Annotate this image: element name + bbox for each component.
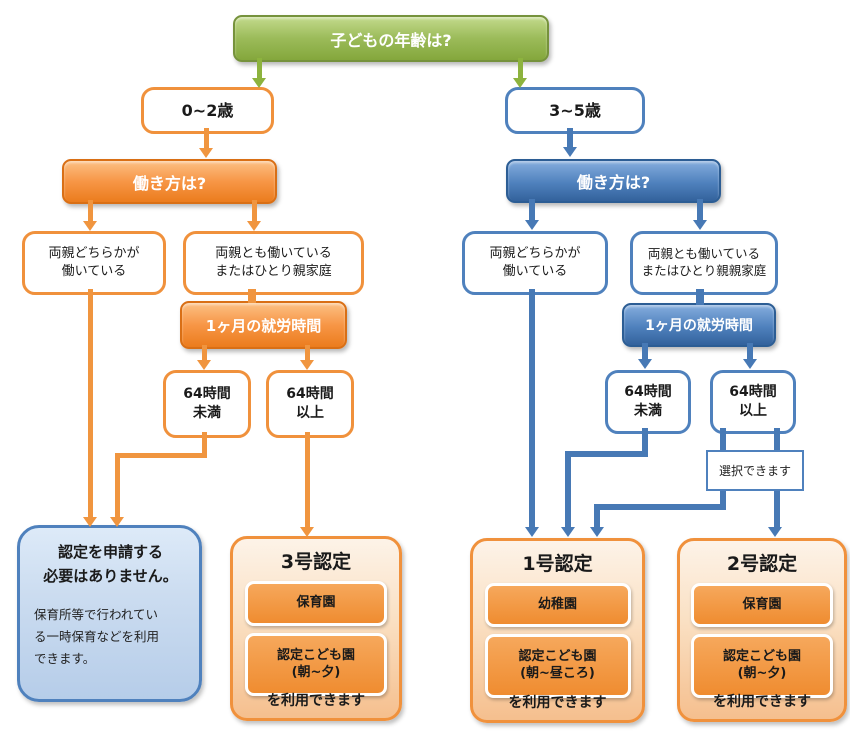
over-64-left-box: 64時間 以上	[266, 370, 354, 438]
cert-card-title: 1号認定	[522, 553, 593, 575]
connector-line	[88, 200, 93, 222]
cert-card-title: 3号認定	[280, 551, 352, 573]
arrow-down	[110, 517, 124, 527]
connector-line	[257, 58, 262, 79]
both-parents-left-box: 両親とも働いている またはひとり親家庭	[183, 231, 364, 295]
arrow-down	[300, 527, 314, 537]
facility-box: 保育園	[245, 581, 387, 626]
connector-line	[747, 343, 753, 360]
arrow-down	[563, 147, 577, 157]
connector-line	[642, 428, 648, 456]
facility-box: 保育園	[691, 583, 833, 627]
connector-line	[88, 289, 93, 517]
no-certification-body: 保育所等で行われてい る一時保育などを利用 できます。	[34, 607, 160, 666]
arrow-down	[197, 360, 211, 370]
under-64-right-box: 64時間 未満	[605, 370, 691, 434]
cert-card-title: 2号認定	[726, 553, 798, 575]
cert-card-footer: を利用できます	[508, 695, 607, 711]
arrow-down	[693, 220, 707, 230]
age-question-box: 子どもの年齢は?	[233, 15, 549, 62]
arrow-down	[743, 359, 757, 369]
choice-note-box: 選択できます	[706, 450, 804, 491]
connector-line	[529, 199, 535, 221]
arrow-down	[83, 517, 97, 527]
connector-line	[696, 289, 704, 305]
no-certification-card: 認定を申請する 必要はありません。 保育所等で行われてい る一時保育などを利用 …	[17, 525, 202, 702]
single-parent-left-box: 両親どちらかが 働いている	[22, 231, 166, 295]
connector-line	[697, 199, 703, 221]
facility-box: 認定こども園 (朝~昼ころ)	[484, 634, 631, 698]
facility-box: 認定こども園 (朝~夕)	[245, 633, 387, 696]
connector-line	[305, 345, 310, 361]
connector-line	[567, 128, 573, 148]
connector-line	[565, 451, 571, 527]
cert-card-1: 1号認定 幼稚園 認定こども園 (朝~昼ころ) を利用できます	[470, 538, 645, 723]
connector-line	[115, 453, 207, 458]
no-certification-title: 認定を申請する 必要はありません。	[43, 543, 178, 585]
cert-card-3: 3号認定 保育園 認定こども園 (朝~夕) を利用できます	[230, 536, 402, 721]
arrow-down	[561, 527, 575, 537]
age-0-2-box: 0~2歳	[141, 87, 274, 134]
single-parent-right-box: 両親どちらかが 働いている	[462, 231, 608, 295]
facility-box: 幼稚園	[484, 583, 631, 627]
hours-question-left-box: 1ヶ月の就労時間	[180, 301, 347, 349]
arrow-down	[83, 221, 97, 231]
connector-line	[642, 343, 648, 360]
arrow-down	[300, 360, 314, 370]
connector-line	[518, 58, 523, 79]
cert-card-2: 2号認定 保育園 認定こども園 (朝~夕) を利用できます	[677, 538, 847, 722]
arrow-down	[513, 78, 527, 88]
age-3-5-box: 3~5歳	[505, 87, 645, 134]
arrow-down	[252, 78, 266, 88]
cert-card-footer: を利用できます	[267, 693, 365, 709]
connector-line	[204, 128, 209, 149]
work-question-right-box: 働き方は?	[506, 159, 721, 203]
work-question-left-box: 働き方は?	[62, 159, 277, 204]
connector-line	[252, 200, 257, 222]
connector-line	[305, 432, 310, 527]
connector-line	[565, 451, 648, 457]
over-64-right-box: 64時間 以上	[710, 370, 796, 434]
facility-box: 認定こども園 (朝~夕)	[691, 634, 833, 698]
arrow-down	[638, 359, 652, 369]
arrow-down	[199, 148, 213, 158]
under-64-left-box: 64時間 未満	[163, 370, 251, 438]
connector-line	[594, 504, 726, 510]
arrow-down	[525, 527, 539, 537]
both-parents-right-box: 両親とも働いている またはひとり親親家庭	[630, 231, 778, 295]
arrow-down	[525, 220, 539, 230]
connector-line	[248, 289, 256, 303]
connector-line	[202, 345, 207, 361]
arrow-down	[247, 221, 261, 231]
cert-card-footer: を利用できます	[713, 694, 811, 710]
connector-line	[115, 453, 120, 517]
hours-question-right-box: 1ヶ月の就労時間	[622, 303, 776, 347]
arrow-down	[768, 527, 782, 537]
connector-line	[594, 504, 600, 527]
connector-line	[202, 432, 207, 458]
arrow-down	[590, 527, 604, 537]
connector-line	[529, 289, 535, 527]
